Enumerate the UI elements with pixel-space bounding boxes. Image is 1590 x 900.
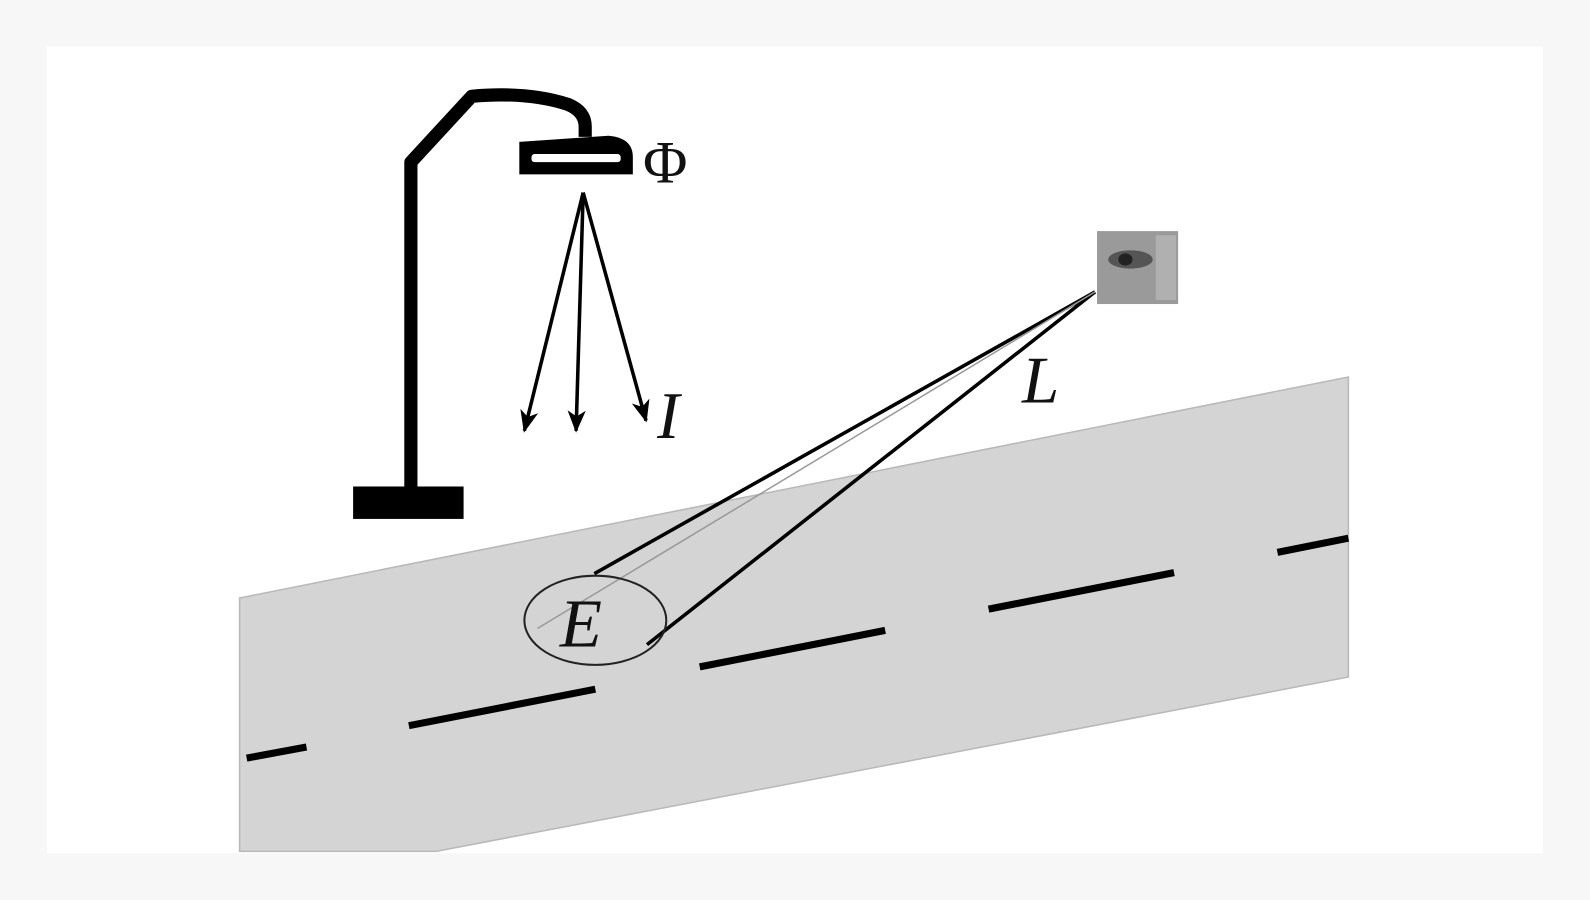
intensity-arrows [520,192,650,433]
street-lamp-icon [353,88,633,519]
luminance-view-cone [537,290,1097,646]
illuminance-area [523,574,668,666]
luminance-label: L [1021,343,1059,417]
flux-label: Φ [643,129,687,196]
intensity-label: I [656,379,682,453]
road [238,376,1350,853]
road-center-dashes [246,534,1350,762]
illuminance-label: E [559,586,602,662]
eye-icon [1097,231,1179,305]
